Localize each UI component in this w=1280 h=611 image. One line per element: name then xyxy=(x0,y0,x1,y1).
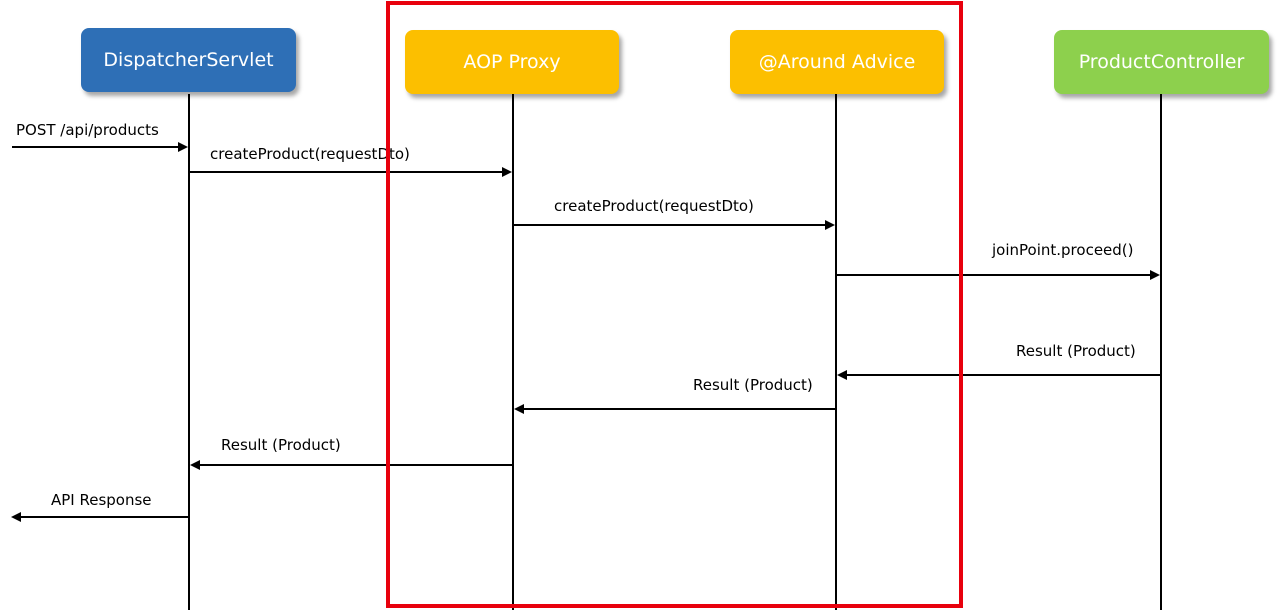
arrow-api-response xyxy=(19,516,188,518)
arrowhead-result-to-advice xyxy=(837,370,847,380)
arrowhead-proceed xyxy=(1150,270,1160,280)
arrow-result-to-proxy xyxy=(522,408,836,410)
aop-highlight-box xyxy=(386,1,963,608)
arrowhead-create-to-proxy xyxy=(502,167,512,177)
label-result-to-proxy: Result (Product) xyxy=(693,376,813,394)
lifeline-dispatcher xyxy=(188,94,190,610)
arrowhead-api-response xyxy=(11,512,21,522)
participant-aop-proxy: AOP Proxy xyxy=(405,30,619,94)
lifeline-controller xyxy=(1160,94,1162,610)
participant-around-advice: @Around Advice xyxy=(730,30,944,94)
label-post-request: POST /api/products xyxy=(16,121,159,139)
arrow-create-to-proxy xyxy=(189,171,503,173)
arrow-post-request xyxy=(12,146,180,148)
lifeline-aop-proxy xyxy=(512,94,514,610)
label-proceed: joinPoint.proceed() xyxy=(992,241,1134,259)
arrowhead-create-to-advice xyxy=(825,220,835,230)
label-create-to-advice: createProduct(requestDto) xyxy=(554,197,754,215)
arrowhead-result-to-proxy xyxy=(514,404,524,414)
label-result-to-dispatcher: Result (Product) xyxy=(221,436,341,454)
arrow-result-to-advice xyxy=(845,374,1161,376)
arrowhead-post-request xyxy=(178,142,188,152)
arrow-create-to-advice xyxy=(513,224,827,226)
participant-product-controller: ProductController xyxy=(1054,30,1269,94)
arrow-result-to-dispatcher xyxy=(198,464,512,466)
lifeline-around-advice xyxy=(835,94,837,610)
arrow-proceed xyxy=(836,274,1152,276)
participant-dispatcher-servlet: DispatcherServlet xyxy=(81,28,296,92)
label-result-to-advice: Result (Product) xyxy=(1016,342,1136,360)
arrowhead-result-to-dispatcher xyxy=(190,460,200,470)
label-api-response: API Response xyxy=(51,491,152,509)
label-create-to-proxy: createProduct(requestDto) xyxy=(210,145,410,163)
